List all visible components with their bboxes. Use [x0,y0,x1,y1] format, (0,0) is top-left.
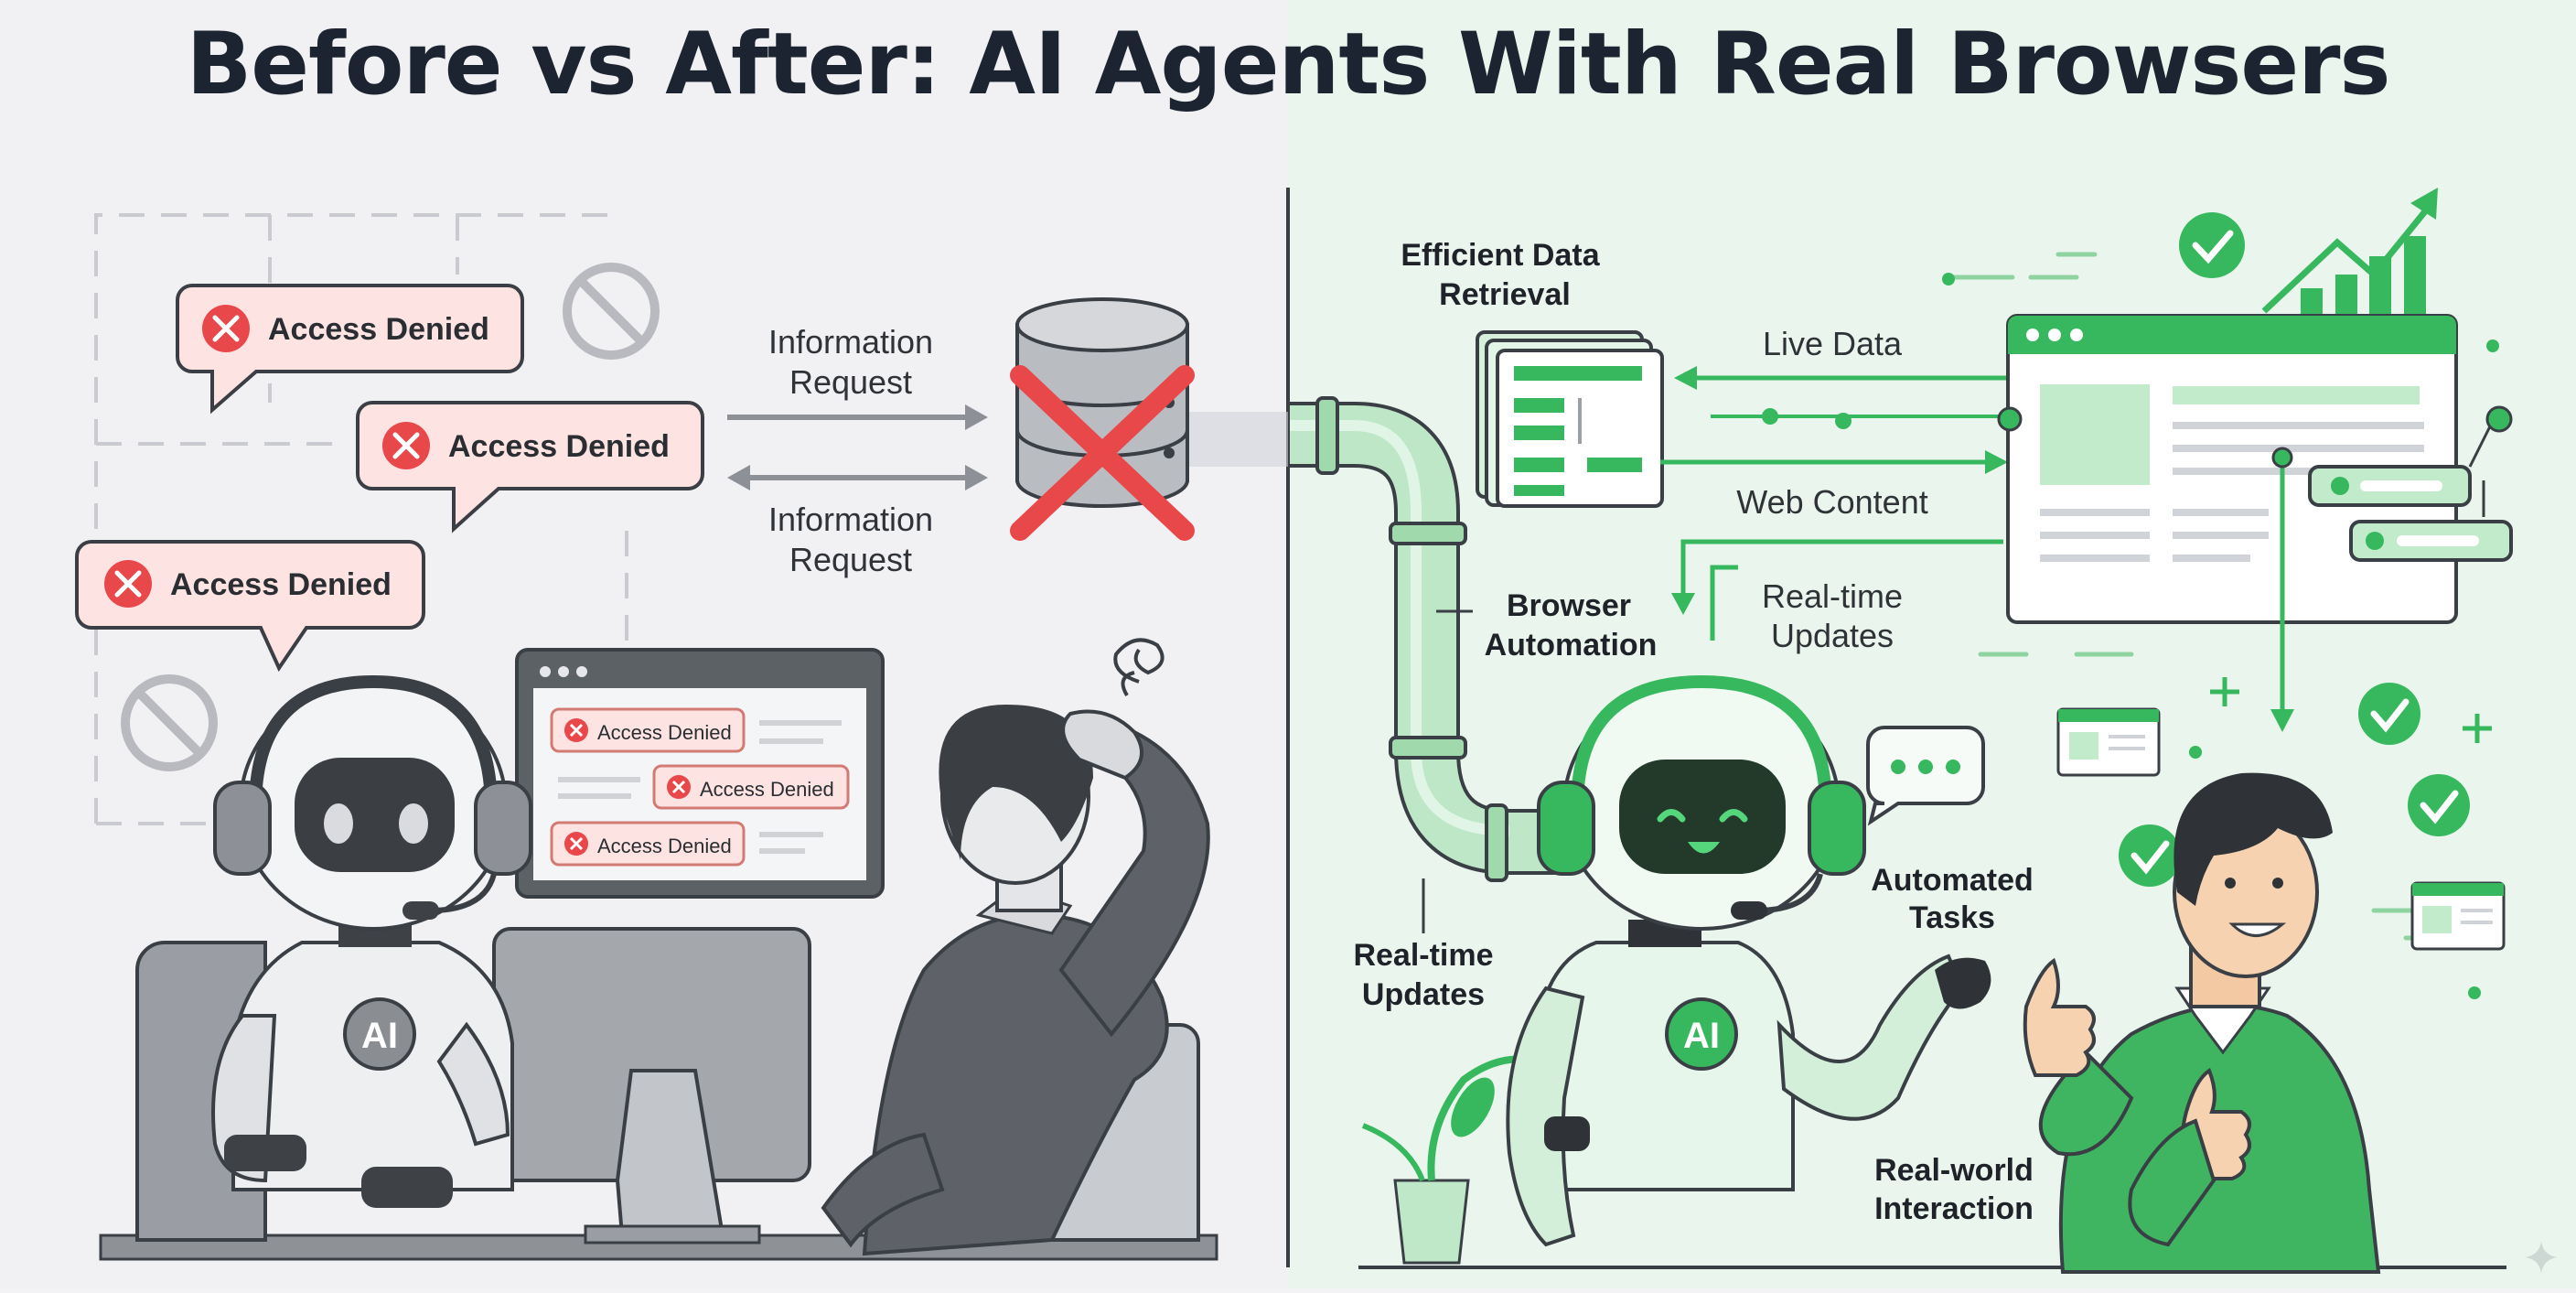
robot-after: AI [1506,674,1991,1247]
access-denied-bubble: Access Denied [75,540,425,673]
svg-text:Access Denied: Access Denied [597,721,732,744]
svg-text:Access Denied: Access Denied [448,429,670,464]
headset-icon [213,781,272,876]
ai-badge [343,997,416,1071]
realtime-right-label: Real-time [1762,577,1903,615]
live-data-label: Live Data [1763,325,1903,362]
web-content-arrow [1660,450,2008,474]
sparkle-icon [2525,1241,2558,1274]
check-icon [2358,683,2420,745]
thumbs-up-icon [2023,957,2096,1077]
web-content-label: Web Content [1736,483,1927,521]
access-denied-alert: Access Denied [550,821,746,867]
realworld-label: Interaction [1874,1191,2034,1226]
chat-bubble-icon [1866,726,1985,826]
svg-text:Access Denied: Access Denied [700,778,834,801]
request-arrow [727,404,988,430]
person-happy [2023,772,2381,1274]
headset-icon [474,781,532,876]
blocked-pipe-fade [1189,412,1288,467]
blocked-icon [121,674,218,771]
robot-before: AI [211,674,532,1208]
browser-window [1997,314,2458,624]
check-icon [2179,212,2245,278]
svg-text:Access Denied: Access Denied [170,567,392,602]
efficient-data-label: Retrieval [1439,277,1571,312]
data-pipe [1290,396,1555,882]
desktop-monitor [492,927,811,1245]
access-denied-alert: Access Denied [652,764,850,810]
down-arrow [2270,447,2294,732]
realtime-left-label: Real-time [1353,938,1493,973]
info-request-label: Information [768,501,933,538]
info-request-label: Request [789,363,912,401]
bidirectional-arrow [727,465,988,490]
headset-icon [1808,781,1866,876]
live-data-arrow [1674,366,2008,390]
svg-text:Access Denied: Access Denied [268,312,489,347]
stress-scribble-icon [1113,638,1165,697]
error-cross-icon [1010,365,1195,541]
data-documents-icon [1476,330,1664,508]
realtime-arrow [1671,539,2003,641]
before-panel: Access Denied Access Denied Access Denie… [75,213,1288,1261]
access-denied-alert: Access Denied [550,707,746,753]
browser-automation-label: Browser [1507,588,1631,623]
automated-tasks-label: Automated [1871,863,2034,898]
svg-text:Access Denied: Access Denied [597,835,732,857]
check-icon [2119,824,2181,887]
ui-toggle-chip [2308,465,2472,507]
flow-dots [1711,408,2003,429]
info-request-label: Request [789,541,912,578]
person-frustrated [821,638,1210,1256]
check-icon [2408,774,2470,836]
efficient-data-label: Efficient Data [1401,238,1600,273]
svg-text:AI: AI [1683,1016,1720,1056]
automated-tasks-label: Tasks [1909,900,1995,935]
access-denied-bubble: Access Denied [356,401,704,533]
access-denied-bubble: Access Denied [176,284,524,415]
plant-icon [1361,1055,1538,1265]
headset-icon [1537,781,1595,876]
info-request-label: Information [768,323,933,361]
ui-toggle-chip [2349,520,2513,562]
browser-automation-label: Automation [1485,628,1658,663]
mini-browser-icon [2056,707,2161,777]
realtime-right-label: Updates [1771,617,1894,654]
realworld-label: Real-world [1874,1153,2034,1188]
blocked-icon [563,263,660,360]
mini-browser-icon [2410,881,2506,951]
growth-chart-icon [2261,188,2438,314]
svg-text:AI: AI [361,1016,398,1056]
realtime-left-label: Updates [1362,977,1485,1012]
wall-monitor: Access Denied Access Denied Access Denie… [515,648,885,899]
page-title: Before vs After: AI Agents With Real Bro… [186,15,2391,114]
after-panel-background [1288,0,2576,1288]
after-panel: Efficient Data Retrieval Live Data [1290,188,2513,1274]
ai-badge [1665,997,1738,1071]
